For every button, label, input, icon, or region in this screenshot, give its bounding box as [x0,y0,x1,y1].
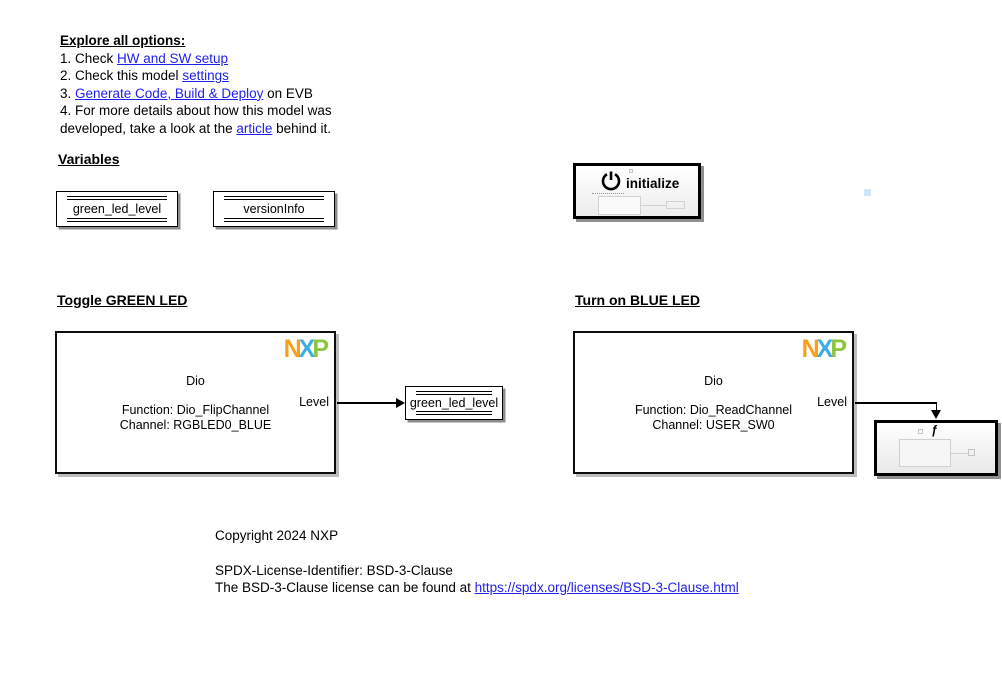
spdx-line: SPDX-License-Identifier: BSD-3-Clause [215,562,453,578]
subsystem-inner-port-box [968,449,975,456]
wire-arrowhead-down [931,410,941,419]
data-store-label: green_led_level [409,396,499,410]
nxp-logo-n: N [801,335,820,363]
signal-wire-level-to-subsystem[interactable] [855,402,937,404]
data-store-write-green-led-level[interactable]: green_led_level [405,386,503,420]
annotation-line-3-text: 3. [60,85,76,101]
data-store-top-lines [67,196,167,200]
signal-wire-level-to-subsystem-drop[interactable] [935,402,938,411]
initialize-inner-wire [641,205,666,206]
data-store-bottom-lines [67,218,167,222]
annotation-line-2-text: 2. Check this model [60,68,183,84]
annotation-line-1: 1. Check HW and SW setup [60,50,332,68]
dio-level-output-port: Level [817,395,847,409]
initialize-label: initialize [626,176,680,191]
dio-function-line: Function: Dio_FlipChannel [121,403,270,417]
dio-function-line: Function: Dio_ReadChannel [634,403,793,417]
data-store-label: versionInfo [243,202,305,216]
license-line-text: The BSD-3-Clause license can be found at [215,580,475,596]
data-store-memory-versioninfo[interactable]: versionInfo [213,191,335,227]
article-link[interactable]: article [236,120,273,136]
initialize-fineprint [592,193,624,194]
initialize-badge-box [629,169,633,173]
data-store-label: green_led_level [72,202,162,216]
dio-block-title: Dio [186,374,205,388]
dio-flipchannel-block[interactable]: NXP Dio Function: Dio_FlipChannel Channe… [55,331,336,474]
wire-arrowhead-right [396,397,405,408]
initialize-inner-state-box [598,196,641,215]
dio-level-output-port: Level [299,395,329,409]
dio-readchannel-block[interactable]: NXP Dio Function: Dio_ReadChannel Channe… [573,331,854,474]
data-store-memory-green-led-level[interactable]: green_led_level [56,191,178,227]
annotation-line-3-post: on EVB [263,85,313,101]
power-icon [601,171,621,191]
initialize-inner-port-box [666,201,685,209]
blue-annotation-badge [864,189,871,196]
annotation-line-5-text: developed, take a look at the [60,120,237,136]
data-store-bottom-lines [224,218,324,222]
annotation-line-1-text: 1. Check [60,50,118,66]
initialize-function-block[interactable]: initialize [573,163,701,219]
nxp-logo: NXP [283,335,329,364]
dio-channel-line: Channel: USER_SW0 [652,418,775,432]
data-store-top-lines [416,391,492,395]
copyright-annotation: Copyright 2024 NXP SPDX-License-Identifi… [215,527,739,597]
copyright-line: Copyright 2024 NXP [215,528,339,543]
nxp-logo: NXP [801,335,847,364]
nxp-logo-x: X [298,335,316,363]
function-call-subsystem-block[interactable]: ƒ [874,420,998,476]
annotation-line-5-post: behind it. [272,120,331,136]
annotation-title: Explore all options: [60,33,186,48]
annotation-line-5: developed, take a look at the article be… [60,120,332,138]
data-store-bottom-lines [416,411,492,415]
nxp-logo-p: P [312,335,329,363]
function-call-icon: ƒ [931,423,938,437]
nxp-logo-p: P [830,335,847,363]
signal-wire-level-to-store[interactable] [337,402,397,404]
toggle-green-led-heading: Toggle GREEN LED [57,292,188,308]
annotation-line-2: 2. Check this model settings [60,67,332,85]
annotation-line-4: 4. For more details about how this model… [60,103,332,119]
annotation-line-3: 3. Generate Code, Build & Deploy on EVB [60,85,332,103]
turn-on-blue-led-heading: Turn on BLUE LED [575,292,700,308]
nxp-logo-n: N [283,335,302,363]
explore-options-annotation: Explore all options: 1. Check HW and SW … [60,32,332,138]
hw-sw-setup-link[interactable]: HW and SW setup [117,50,229,66]
generate-code-link[interactable]: Generate Code, Build & Deploy [75,85,264,101]
subsystem-inner-box [899,439,951,467]
model-settings-link[interactable]: settings [182,68,229,84]
license-line: The BSD-3-Clause license can be found at… [215,579,739,597]
data-store-top-lines [224,196,324,200]
subsystem-trigger-port-box [918,429,923,434]
nxp-logo-x: X [816,335,834,363]
dio-channel-line: Channel: RGBLED0_BLUE [119,418,272,432]
subsystem-inner-wire [951,453,968,454]
variables-heading: Variables [58,151,120,167]
spdx-license-link[interactable]: https://spdx.org/licenses/BSD-3-Clause.h… [474,580,739,596]
dio-block-title: Dio [704,374,723,388]
